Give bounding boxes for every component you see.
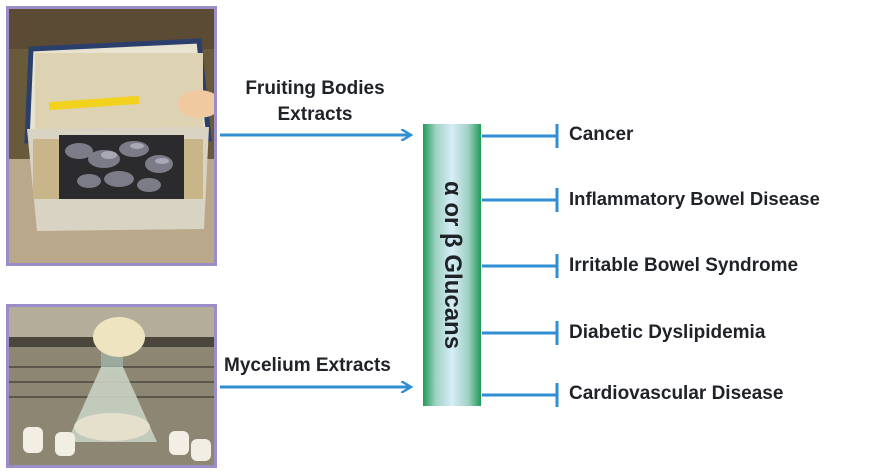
mycelium-extracts-label: Mycelium Extracts: [224, 355, 391, 377]
target-diabetic-dyslipidemia: Diabetic Dyslipidemia: [569, 322, 765, 344]
target-irritable-bowel-syndrome: Irritable Bowel Syndrome: [569, 255, 798, 277]
target-inflammatory-bowel-disease: Inflammatory Bowel Disease: [569, 188, 820, 210]
glucans-label: α or β Glucans: [438, 181, 466, 349]
target-cardiovascular-disease: Cardiovascular Disease: [569, 383, 783, 405]
fruiting-extracts-label: Fruiting Bodies Extracts: [230, 76, 400, 128]
target-cancer: Cancer: [569, 124, 633, 146]
